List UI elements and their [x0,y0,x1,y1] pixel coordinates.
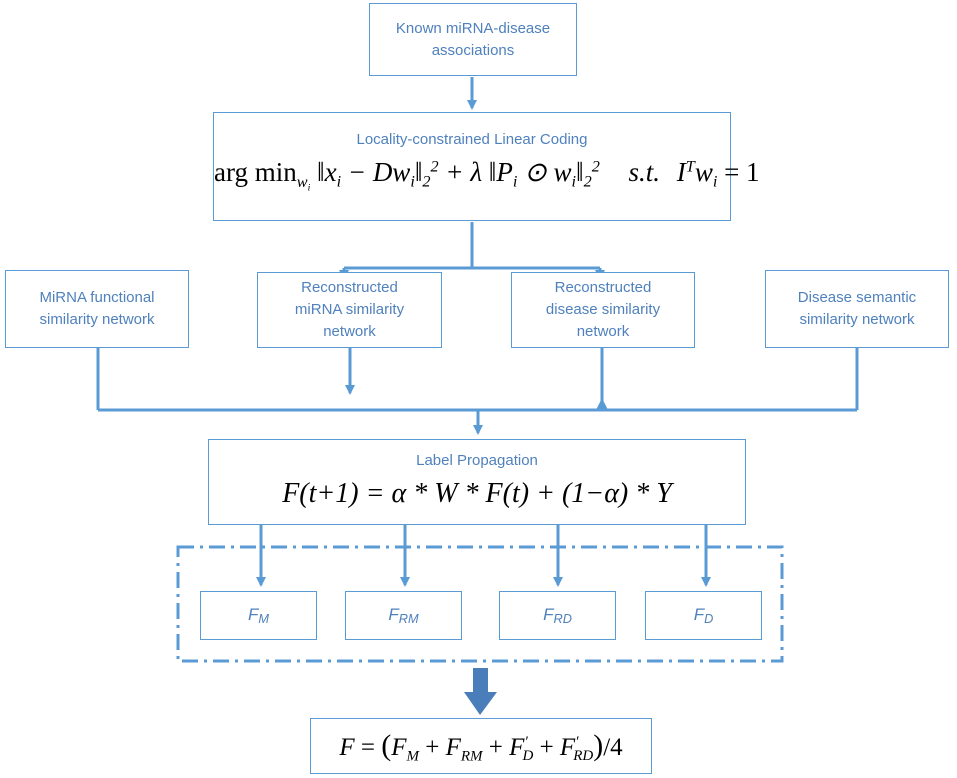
final-formula-node: F = (FM + FRM + F′D + F′RD)/4 [310,718,652,774]
llc-node: Locality-constrained Linear Coding arg m… [213,112,760,221]
mirna-functional-node: MiRNA functional similarity network [5,270,189,348]
triangle-marker [596,398,608,410]
fat-arrow-shaft [473,668,488,693]
disease-semantic-node: Disease semantic similarity network [765,270,949,348]
recon-disease-node: Reconstructed disease similarity network [511,272,695,348]
final-formula: F = (FM + FRM + F′D + F′RD)/4 [339,729,623,765]
mirna-functional-label: MiRNA functional similarity network [39,289,155,328]
llc-title: Locality-constrained Linear Coding [356,131,588,148]
output-frm: FRM [345,591,462,640]
disease-semantic-label: Disease semantic similarity network [797,289,917,328]
recon-disease-label: Reconstructed disease similarity network [545,279,661,340]
label-propagation-node: Label Propagation F(t+1) = α * W * F(t) … [208,439,746,525]
recon-mirna-node: Reconstructed miRNA similarity network [257,272,442,348]
fat-arrow-head [464,692,497,715]
label-propagation-formula: F(t+1) = α * W * F(t) + (1−α) * Y [282,478,672,509]
output-frd: FRD [499,591,616,640]
recon-mirna-label: Reconstructed miRNA similarity network [294,279,405,340]
known-associations-label: Known miRNA-disease associations [395,19,551,59]
label-propagation-title: Label Propagation [416,452,538,469]
output-fd: FD [645,591,762,640]
output-fm: FM [200,591,317,640]
known-associations-node: Known miRNA-disease associations [369,3,577,76]
output-group-frame [176,545,784,663]
llc-formula: arg minwi ‖xi − Dwi‖22 + λ ‖Pi ⊙ wi‖22 s… [214,157,760,194]
